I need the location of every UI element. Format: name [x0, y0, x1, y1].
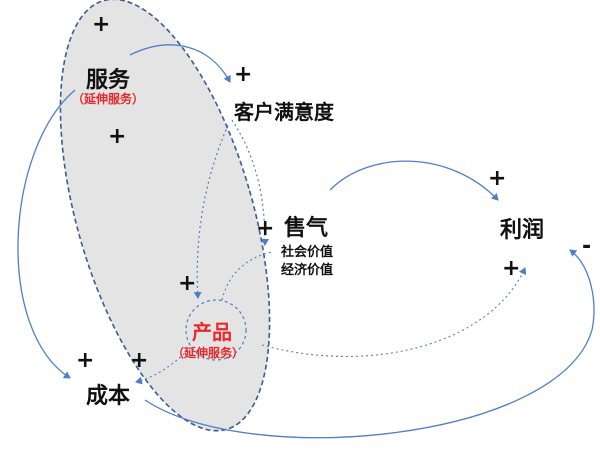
plus-sign: + — [256, 216, 275, 241]
service-sublabel: （延伸服务） — [72, 92, 145, 106]
product-circle — [185, 299, 247, 361]
plus-sign: + — [502, 256, 521, 281]
product-sublabel: （延伸服务） — [172, 346, 245, 360]
minus-sign: - — [582, 234, 592, 259]
arrow-sales-to-profit — [329, 160, 499, 201]
cost-label: 成本 — [86, 384, 131, 409]
plus-sign: + — [488, 166, 507, 191]
service-label: 服务 — [86, 68, 131, 93]
arrow-satisfaction-to-sales — [231, 119, 269, 246]
plus-sign: + — [108, 124, 127, 149]
profit-label: 利润 — [500, 218, 545, 243]
social-value-label: 社会价值 — [281, 245, 334, 260]
plus-sign: + — [76, 348, 95, 373]
plus-sign: + — [92, 12, 111, 37]
arrow-cost-to-profit — [144, 249, 595, 439]
satisfaction-label: 客户满意度 — [234, 100, 334, 124]
arrow-service-to-cost — [17, 89, 76, 379]
product-label: 产品 — [192, 320, 232, 344]
arrow-service-to-satisfaction — [129, 44, 231, 83]
plus-sign: + — [234, 62, 253, 87]
sales-label: 售气 — [284, 216, 329, 241]
arrow-product-to-profit — [261, 267, 527, 357]
service-product-region — [59, 0, 271, 432]
arrow-satisfaction-to-product — [193, 124, 229, 299]
plus-sign: + — [130, 348, 149, 373]
arrow-product-to-sales — [221, 251, 273, 301]
arrow-product-to-cost — [135, 349, 189, 385]
plus-sign: + — [178, 271, 197, 296]
economic-value-label: 经济价值 — [281, 263, 334, 278]
